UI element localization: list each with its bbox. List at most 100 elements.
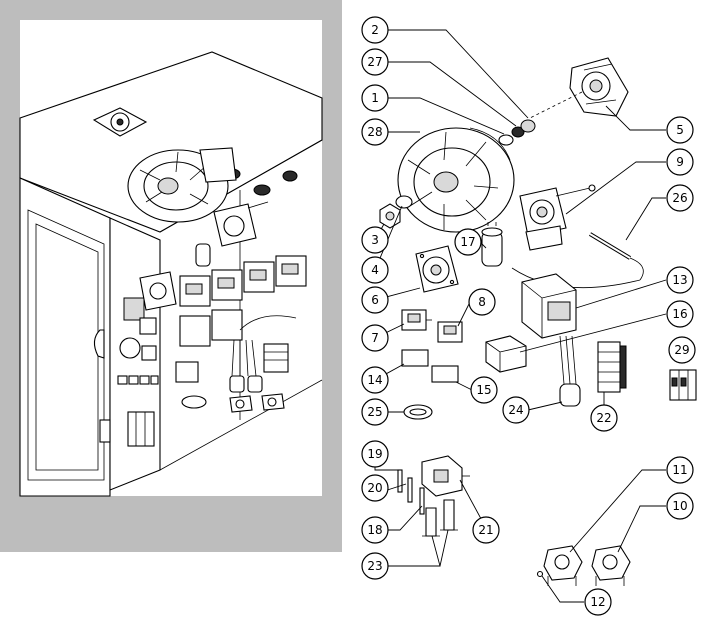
callout-25: 25 <box>361 398 389 426</box>
svg-text:13: 13 <box>672 273 687 287</box>
callout-13: 13 <box>666 266 694 294</box>
overview-hole-2 <box>253 184 271 196</box>
callout-14: 14 <box>361 366 389 394</box>
svg-text:12: 12 <box>590 595 605 609</box>
callout-21: 21 <box>472 516 500 544</box>
callout-7: 7 <box>361 324 389 352</box>
callout-12: 12 <box>584 588 612 616</box>
part-filter-15 <box>431 365 459 383</box>
part-terminal-block <box>597 341 627 393</box>
part-washer-2 <box>520 119 536 133</box>
callout-2: 2 <box>361 16 389 44</box>
svg-text:22: 22 <box>596 411 611 425</box>
overview-valves <box>229 393 285 413</box>
callout-28: 28 <box>361 118 389 146</box>
callout-26: 26 <box>666 184 694 212</box>
svg-text:10: 10 <box>672 499 687 513</box>
part-washer-4 <box>395 195 413 209</box>
part-relay <box>521 273 577 339</box>
callout-15: 15 <box>470 376 498 404</box>
overview-switch-1 <box>139 317 157 335</box>
callout-1: 1 <box>361 84 389 112</box>
callout-19: 19 <box>361 440 389 468</box>
overview-transformer <box>175 361 199 383</box>
part-pin-20 <box>407 477 413 503</box>
svg-text:9: 9 <box>676 155 684 169</box>
callout-3: 3 <box>361 226 389 254</box>
svg-text:26: 26 <box>672 191 687 205</box>
svg-text:15: 15 <box>476 383 491 397</box>
overview-clamp <box>181 395 207 409</box>
part-wire-loom <box>559 335 581 407</box>
part-impeller <box>397 127 515 233</box>
part-switch-8 <box>437 321 463 343</box>
svg-text:28: 28 <box>367 125 382 139</box>
svg-text:1: 1 <box>371 91 379 105</box>
callout-5: 5 <box>666 116 694 144</box>
svg-text:4: 4 <box>371 263 379 277</box>
door-handle <box>93 329 105 359</box>
callout-8: 8 <box>468 288 496 316</box>
callout-29: 29 <box>668 336 696 364</box>
overview-cooling-fan <box>139 271 177 311</box>
part-washer-27 <box>511 126 525 138</box>
part-valve-11 <box>543 545 583 586</box>
oven-overview-panel <box>0 0 342 552</box>
svg-text:5: 5 <box>676 123 684 137</box>
svg-text:3: 3 <box>371 233 379 247</box>
part-door-switch <box>421 455 470 497</box>
part-valve-10 <box>591 545 631 586</box>
part-switch-7 <box>401 309 432 331</box>
part-capacitor <box>481 222 503 267</box>
svg-text:17: 17 <box>460 235 475 249</box>
svg-text:11: 11 <box>672 463 687 477</box>
callout-4: 4 <box>361 256 389 284</box>
callout-6: 6 <box>361 286 389 314</box>
callout-11: 11 <box>666 456 694 484</box>
callout-17: 17 <box>454 228 482 256</box>
callout-22: 22 <box>590 404 618 432</box>
callout-16: 16 <box>666 300 694 328</box>
svg-text:21: 21 <box>478 523 493 537</box>
overview-motor <box>213 201 269 247</box>
callout-9: 9 <box>666 148 694 176</box>
callout-23: 23 <box>361 552 389 580</box>
callout-18: 18 <box>361 516 389 544</box>
svg-text:16: 16 <box>672 307 687 321</box>
callouts: 2 27 1 28 5 9 26 3 <box>361 16 696 616</box>
part-cooling-fan <box>415 245 459 293</box>
part-pin-19 <box>397 469 403 493</box>
svg-text:18: 18 <box>367 523 382 537</box>
svg-text:14: 14 <box>367 373 382 387</box>
part-breaker <box>669 369 697 401</box>
overview-wires <box>229 339 263 393</box>
overview-impeller <box>127 147 237 223</box>
overview-hole-3 <box>282 170 298 182</box>
overview-probe <box>239 315 297 331</box>
svg-text:8: 8 <box>478 295 486 309</box>
svg-text:27: 27 <box>367 55 382 69</box>
overview-relays <box>179 255 307 347</box>
svg-text:20: 20 <box>367 481 382 495</box>
part-motor-bracket <box>519 184 596 251</box>
callout-24: 24 <box>502 396 530 424</box>
svg-text:29: 29 <box>674 343 689 357</box>
overview-terminal-block <box>263 343 289 373</box>
callout-10: 10 <box>666 492 694 520</box>
part-filter-14 <box>401 349 429 367</box>
callout-27: 27 <box>361 48 389 76</box>
svg-text:6: 6 <box>371 293 379 307</box>
svg-text:24: 24 <box>508 403 523 417</box>
svg-text:23: 23 <box>367 559 382 573</box>
svg-text:25: 25 <box>367 405 382 419</box>
callout-20: 20 <box>361 474 389 502</box>
overview-breaker <box>127 411 155 447</box>
part-screw-12 <box>536 570 544 578</box>
svg-text:2: 2 <box>371 23 379 37</box>
overview-capacitor <box>195 243 211 267</box>
overview-top-fan <box>92 107 148 137</box>
overview-switch-2 <box>141 345 157 361</box>
overview-door-switch <box>99 419 111 443</box>
part-temperature-probe <box>511 232 644 289</box>
